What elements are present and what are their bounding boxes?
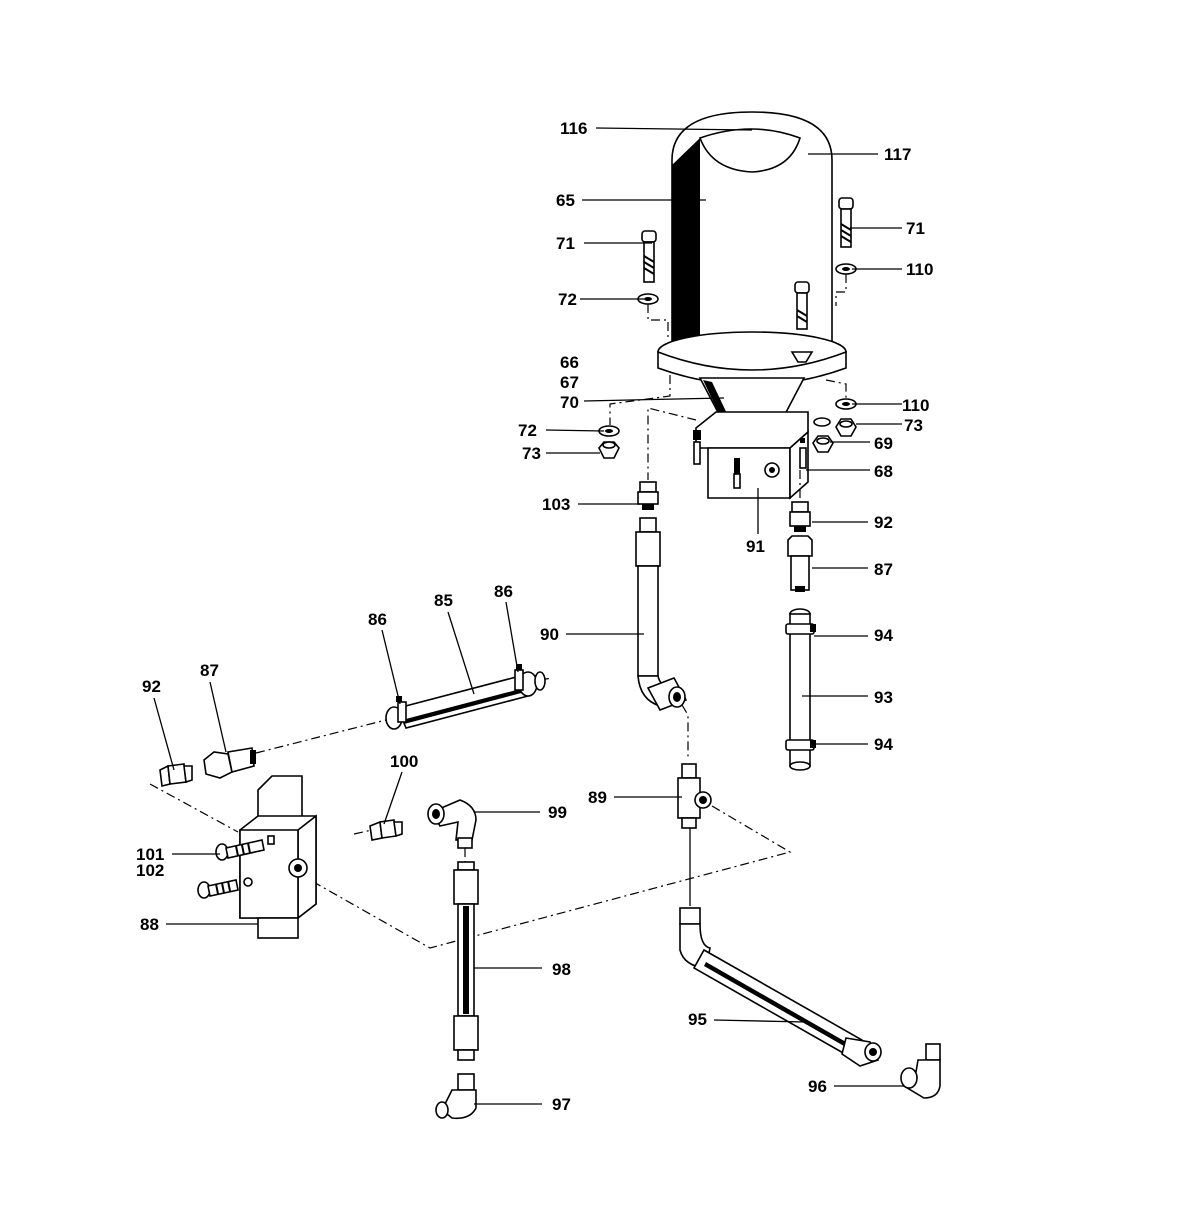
callout-86-right: 86 — [494, 582, 513, 601]
pipe-85 — [385, 664, 546, 730]
callout-100: 100 — [390, 752, 418, 771]
callout-98: 98 — [552, 960, 571, 979]
bolt-101 — [215, 839, 265, 861]
callout-68: 68 — [874, 462, 893, 481]
clamp-94-bottom — [785, 739, 815, 751]
callout-86-left: 86 — [368, 610, 387, 629]
washer-small — [813, 417, 831, 427]
pipe-95 — [679, 907, 882, 1067]
callout-85: 85 — [434, 591, 453, 610]
callout-110-top: 110 — [906, 260, 933, 279]
bolt-102 — [197, 879, 239, 899]
callout-87-left: 87 — [200, 661, 219, 680]
elbow-99 — [427, 799, 477, 849]
callout-101: 101 — [136, 845, 164, 864]
leader-lines — [153, 127, 904, 1105]
callout-73-right: 73 — [904, 416, 923, 435]
fitting-92-right — [789, 501, 811, 532]
callout-117: 117 — [884, 145, 911, 164]
callout-96: 96 — [808, 1077, 827, 1096]
callout-69: 69 — [874, 434, 893, 453]
callout-67: 67 — [560, 373, 579, 392]
callout-89: 89 — [588, 788, 607, 807]
callout-88: 88 — [140, 915, 159, 934]
clamp-86-left — [397, 701, 407, 723]
clamp-86-right — [514, 669, 524, 691]
callout-72-left: 72 — [518, 421, 537, 440]
tee-89 — [677, 763, 712, 829]
callout-labels: 116 117 65 71 71 72 110 66 67 70 110 73 … — [136, 119, 933, 1114]
vessel-assembly — [657, 111, 847, 421]
elbow-97 — [435, 1073, 477, 1120]
elbow-96 — [900, 1043, 941, 1099]
callout-66: 66 — [560, 353, 579, 372]
callout-94-bottom: 94 — [874, 735, 893, 754]
nut-73-left — [598, 441, 620, 459]
screw-68 — [799, 438, 807, 469]
callout-91: 91 — [746, 537, 765, 556]
fitting-92-left — [159, 763, 193, 787]
fitting-87-right — [787, 535, 813, 592]
clamp-94-top — [785, 623, 815, 635]
pipe-93 — [785, 608, 816, 771]
bolt-center — [790, 281, 814, 363]
callout-93: 93 — [874, 688, 893, 707]
callout-90: 90 — [540, 625, 559, 644]
hose-98 — [453, 861, 479, 1061]
callout-92-left: 92 — [142, 677, 161, 696]
callout-110-mid: 110 — [902, 396, 929, 415]
valve-block — [695, 411, 809, 500]
callout-70: 70 — [560, 393, 579, 412]
callout-116: 116 — [560, 119, 587, 138]
fitting-100 — [369, 819, 403, 841]
callout-71-right: 71 — [906, 219, 925, 238]
bolt-71-left — [641, 230, 657, 283]
callout-92-right: 92 — [874, 513, 893, 532]
callout-87-right: 87 — [874, 560, 893, 579]
fitting-103 — [637, 481, 659, 533]
bolt-71-right — [838, 197, 854, 248]
fitting-87-left — [203, 747, 256, 779]
callout-65: 65 — [556, 191, 575, 210]
pipe-90 — [635, 531, 688, 711]
callout-103: 103 — [542, 495, 570, 514]
callout-71-left: 71 — [556, 234, 575, 253]
callout-97: 97 — [552, 1095, 571, 1114]
callout-95: 95 — [688, 1010, 707, 1029]
block-88 — [239, 775, 317, 939]
nut-69 — [812, 435, 834, 453]
callout-72-top: 72 — [558, 290, 577, 309]
callout-102: 102 — [136, 861, 164, 880]
washer-72-left — [598, 425, 620, 437]
callout-99: 99 — [548, 803, 567, 822]
callout-94-top: 94 — [874, 626, 893, 645]
nut-73-right — [835, 418, 857, 437]
screw-block-left — [693, 430, 701, 465]
vessel-top-cap — [698, 128, 801, 173]
callout-73-left: 73 — [522, 444, 541, 463]
